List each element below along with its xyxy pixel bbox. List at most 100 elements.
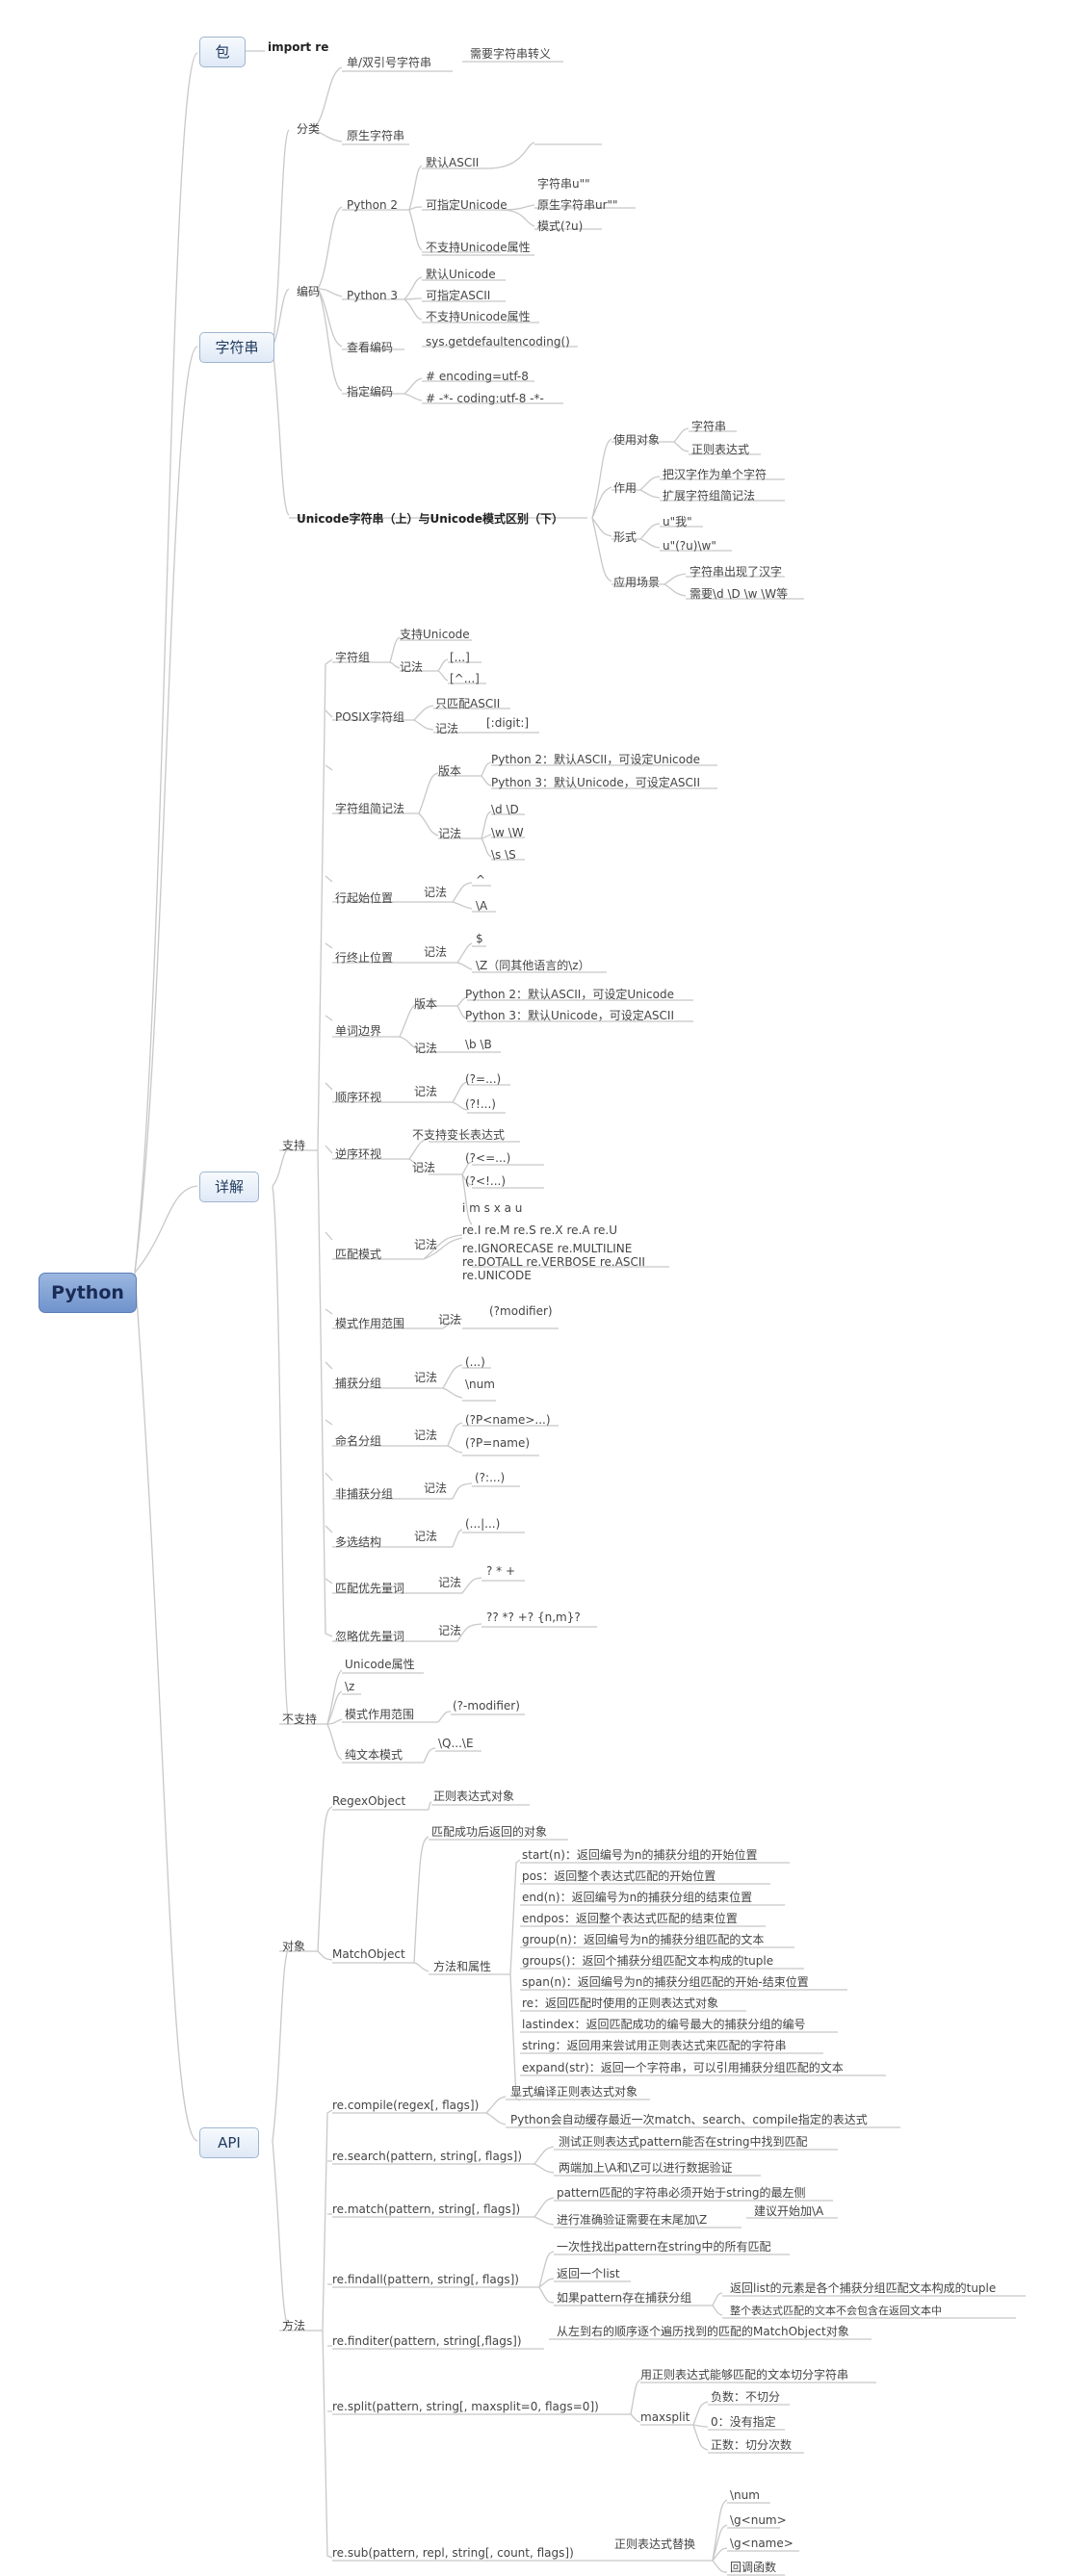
api-compile1: 显式编译正则表达式对象 xyxy=(510,2085,638,2099)
detail-ns4a: \Q...\E xyxy=(438,1737,474,1750)
api-match-desc: 匹配成功后返回的对象 xyxy=(431,1825,548,1839)
api-sub1: 正则表达式替换 xyxy=(614,2537,696,2551)
api-m10: string：返回用来尝试用正则表达式来匹配的字符串 xyxy=(522,2039,787,2052)
str-py3: Python 3 xyxy=(347,289,399,302)
detail-ns2: \z xyxy=(345,1680,355,1693)
detail-posix-ascii: 只匹配ASCII xyxy=(435,697,501,710)
detail-lb-notation: 记法 xyxy=(412,1161,436,1174)
detail-md3b: re.DOTALL re.VERBOSE re.ASCII xyxy=(462,1255,645,1269)
api-m11: expand(str)：返回一个字符串，可以引用捕获分组匹配的文本 xyxy=(522,2061,844,2074)
detail-sh-version: 版本 xyxy=(438,764,462,778)
detail-nm-notation: 记法 xyxy=(414,1429,438,1442)
detail-shorthand: 字符组简记法 xyxy=(335,802,405,815)
api-match2: 进行准确验证需要在末尾加\Z xyxy=(557,2213,708,2227)
detail-named-group: 命名分组 xyxy=(335,1434,382,1448)
str-p2-unicode: 可指定Unicode xyxy=(426,198,507,212)
api-search1: 测试正则表达式pattern能否在string中找到匹配 xyxy=(559,2135,808,2149)
api-m7: span(n)：返回编号为n的捕获分组匹配的开始-结束位置 xyxy=(522,1975,809,1989)
api-regexobject: RegexObject xyxy=(332,1794,406,1808)
detail-alt-notation: 记法 xyxy=(414,1530,438,1543)
detail-nm2: (?P=name) xyxy=(465,1436,531,1450)
str-scene1: 字符串出现了汉字 xyxy=(690,565,783,579)
api-match1: pattern匹配的字符串必须开始于string的最左侧 xyxy=(557,2186,806,2200)
str-use2: 正则表达式 xyxy=(691,443,750,456)
detail-sh-v2: Python 3：默认Unicode，可设定ASCII xyxy=(491,776,700,789)
str-effect: 作用 xyxy=(613,481,638,495)
detail-nc: (?:...) xyxy=(475,1471,506,1484)
api-fa2: 返回一个list xyxy=(557,2267,620,2280)
api-sb2: \g<num> xyxy=(730,2513,787,2527)
detail-greedy-notation: 记法 xyxy=(438,1576,462,1589)
str-view-fn: sys.getdefaultencoding() xyxy=(426,335,570,348)
detail-sh-n2: \w \W xyxy=(491,826,524,839)
detail-match-mode: 匹配模式 xyxy=(335,1248,382,1261)
api-m9: lastindex：返回匹配成功的编号最大的捕获分组的编号 xyxy=(522,2018,806,2031)
api-fi1: 从左到右的顺序逐个遍历找到的匹配的MatchObject对象 xyxy=(557,2325,849,2338)
root-node: Python xyxy=(39,1273,137,1313)
str-form: 形式 xyxy=(613,530,638,544)
detail-greedy-n: ? * + xyxy=(486,1564,516,1578)
api-fa3: 如果pattern存在捕获分组 xyxy=(557,2291,692,2305)
detail-noncapture: 非捕获分组 xyxy=(335,1487,394,1501)
import-re: import re xyxy=(268,40,329,54)
api-sb1: \num xyxy=(730,2488,760,2502)
str-effect1: 把汉字作为单个字符 xyxy=(663,468,768,481)
detail-lazy-notation: 记法 xyxy=(438,1624,462,1637)
str-p3-ascii: 可指定ASCII xyxy=(426,289,491,302)
str-p3-noattr: 不支持Unicode属性 xyxy=(426,310,531,323)
detail-md3c: re.UNICODE xyxy=(462,1269,532,1282)
detail-lk2: (?!...) xyxy=(465,1097,496,1111)
api-m8: re：返回匹配时使用的正则表达式对象 xyxy=(522,1996,719,2010)
detail-cc-notation: 记法 xyxy=(400,660,424,674)
api-match: re.match(pattern, string[, flags]) xyxy=(332,2202,521,2216)
detail-md-notation: 记法 xyxy=(414,1238,438,1251)
api-sb4: 回调函数 xyxy=(730,2561,777,2574)
api-maxsplit: maxsplit xyxy=(640,2410,690,2424)
detail-posix-notation: 记法 xyxy=(435,722,459,735)
str-p2-noattr: 不支持Unicode属性 xyxy=(426,241,531,254)
str-scene2: 需要\d \D \w \W等 xyxy=(690,587,789,601)
api-findall: re.findall(pattern, string[, flags]) xyxy=(332,2273,519,2286)
str-use1: 字符串 xyxy=(691,420,727,433)
detail-wb-v1: Python 2：默认ASCII，可设定Unicode xyxy=(465,988,674,1001)
str-form2: u"(?u)\w" xyxy=(663,539,716,553)
detail-alt-n: (...|...) xyxy=(465,1517,501,1531)
detail-wb-version: 版本 xyxy=(414,997,438,1011)
api-m4: endpos：返回整个表达式匹配的结束位置 xyxy=(522,1912,738,1925)
detail-sh-v1: Python 2：默认ASCII，可设定Unicode xyxy=(491,753,700,766)
detail-md3a: re.IGNORECASE re.MULTILINE xyxy=(462,1242,633,1255)
str-spec-encoding: 指定编码 xyxy=(347,385,394,399)
api-fa3b: 整个表达式匹配的文本不会包含在返回文本中 xyxy=(730,2305,942,2317)
detail-lazy-n: ?? *? +? {n,m}? xyxy=(486,1610,581,1624)
str-encoding: 编码 xyxy=(297,285,321,298)
detail-lazy: 忽略优先量词 xyxy=(335,1630,405,1643)
detail-nc-notation: 记法 xyxy=(424,1481,448,1495)
detail-wb-v2: Python 3：默认Unicode，可设定ASCII xyxy=(465,1009,674,1022)
api-regex-desc: 正则表达式对象 xyxy=(433,1790,515,1803)
api-sb3: \g<name> xyxy=(730,2537,794,2550)
str-raw: 原生字符串 xyxy=(347,129,405,142)
detail-wb-n: \b \B xyxy=(465,1038,492,1051)
detail-not-supported: 不支持 xyxy=(282,1713,318,1726)
detail-lb-note: 不支持变长表达式 xyxy=(412,1128,506,1142)
str-effect2: 扩展字符组简记法 xyxy=(663,489,756,502)
detail-lb1: (?<=...) xyxy=(465,1151,511,1165)
str-p2-mode: 模式(?u) xyxy=(537,219,584,233)
str-spec2: # -*- coding:utf-8 -*- xyxy=(426,392,544,405)
detail-word-boundary: 单词边界 xyxy=(335,1024,382,1038)
detail-ls1: ^ xyxy=(476,873,486,887)
str-quote: 单/双引号字符串 xyxy=(347,56,432,69)
str-p2-ur: 原生字符串ur"" xyxy=(537,198,618,212)
detail-posix: POSIX字符组 xyxy=(335,710,405,724)
api-compile: re.compile(regex[, flags]) xyxy=(332,2099,480,2112)
detail-sh-n3: \s \S xyxy=(491,848,516,862)
api-finditer: re.finditer(pattern, string[,flags]) xyxy=(332,2334,522,2348)
api-matchobject: MatchObject xyxy=(332,1947,405,1961)
detail-lookbehind: 逆序环视 xyxy=(335,1147,382,1161)
str-p3-default: 默认Unicode xyxy=(426,268,496,281)
detail-cc-unicode: 支持Unicode xyxy=(400,628,470,641)
detail-mode-scope: 模式作用范围 xyxy=(335,1317,405,1330)
api-match2a: 建议开始加\A xyxy=(754,2204,824,2218)
section-api: API xyxy=(199,2127,259,2158)
